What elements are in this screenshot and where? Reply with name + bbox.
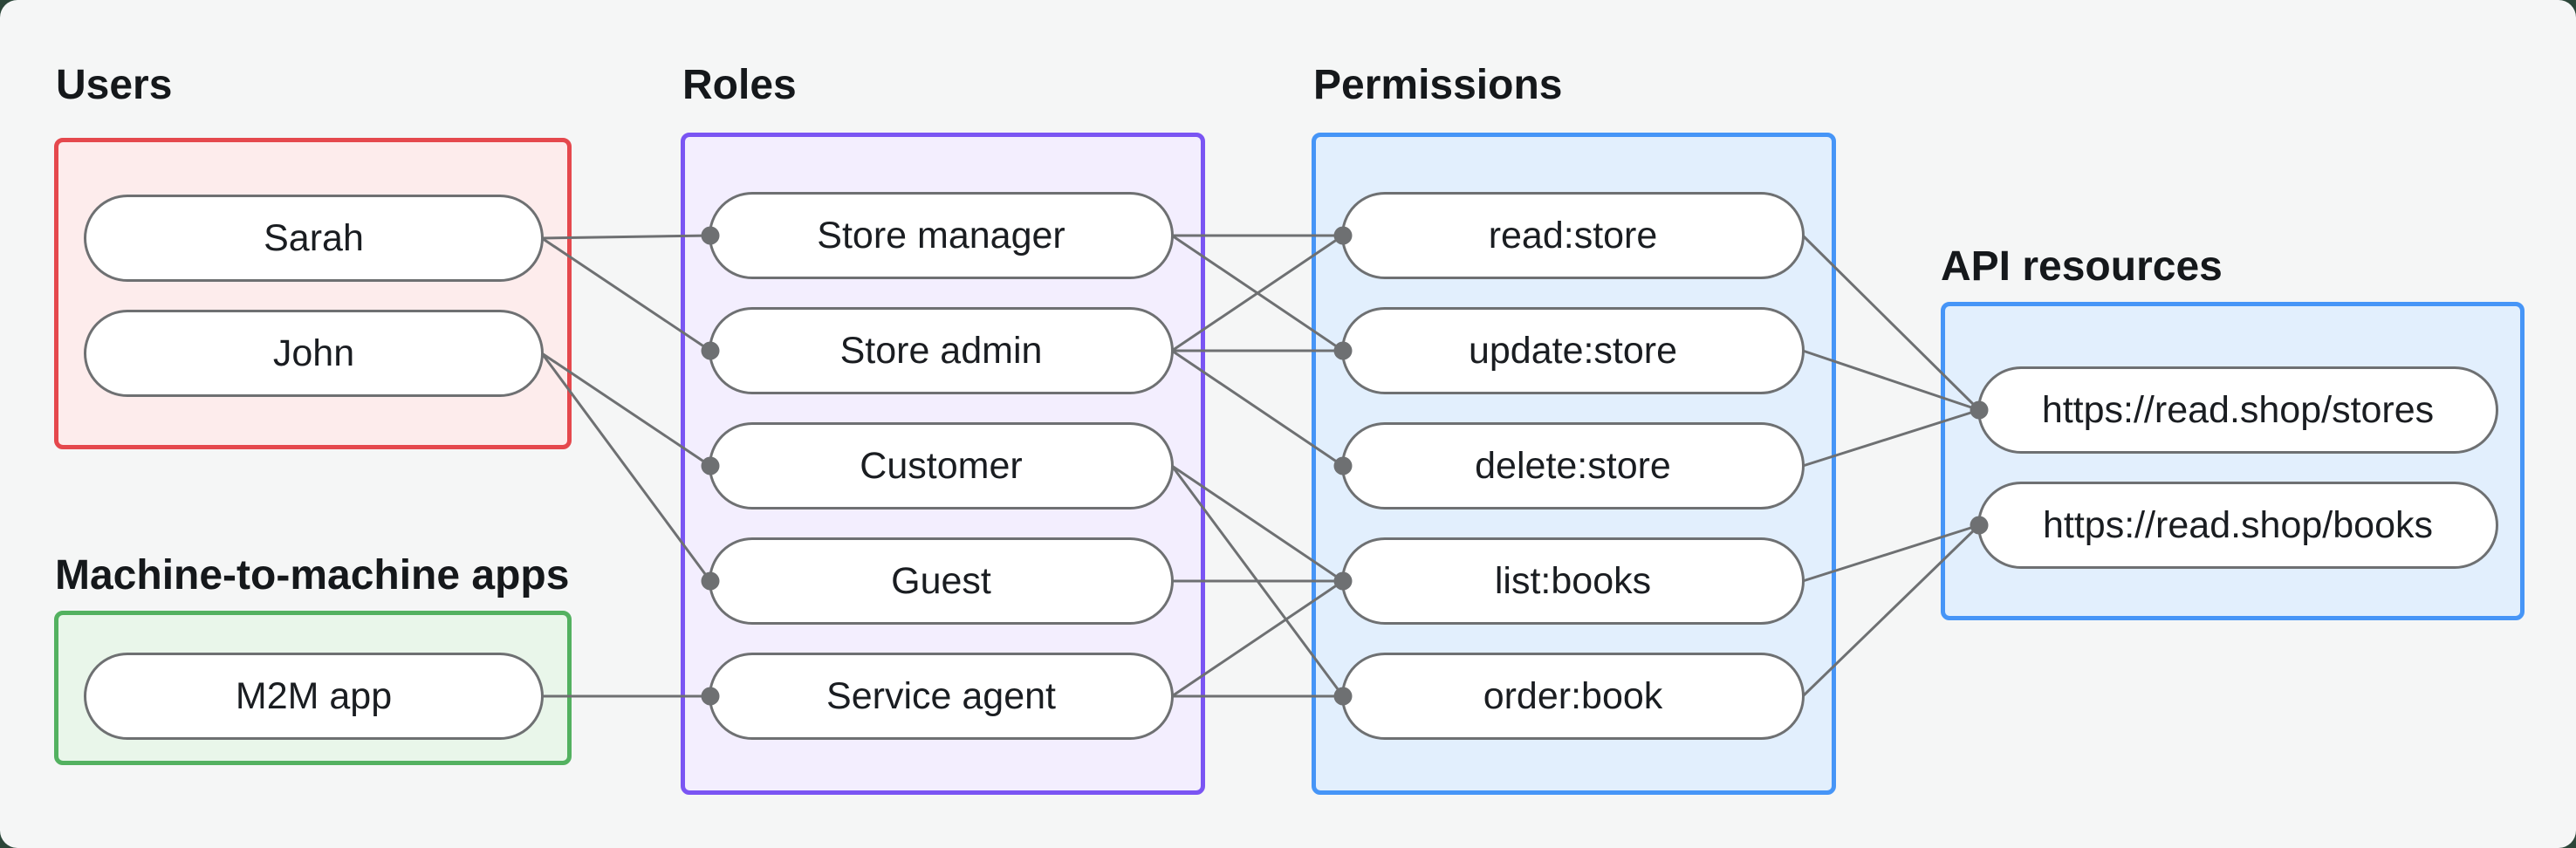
node-role-store-manager: Store manager: [709, 192, 1174, 279]
node-permission-delete-store: delete:store: [1341, 422, 1805, 509]
node-m2m-app: M2M app: [84, 653, 544, 740]
api-resources-group-box: [1941, 302, 2525, 620]
node-role-guest: Guest: [709, 537, 1174, 625]
users-group-box: [54, 138, 572, 449]
node-permission-list-books: list:books: [1341, 537, 1805, 625]
node-role-customer: Customer: [709, 422, 1174, 509]
node-user-sarah: Sarah: [84, 195, 544, 282]
roles-heading: Roles: [682, 62, 797, 108]
api-resources-heading: API resources: [1941, 243, 2223, 290]
users-heading: Users: [56, 62, 173, 108]
node-permission-order-book: order:book: [1341, 653, 1805, 740]
node-permission-update-store: update:store: [1341, 307, 1805, 394]
m2m-apps-heading: Machine-to-machine apps: [55, 552, 570, 598]
node-user-john: John: [84, 310, 544, 397]
node-api-resource-books: https://read.shop/books: [1977, 482, 2498, 569]
permissions-heading: Permissions: [1313, 62, 1563, 108]
node-role-store-admin: Store admin: [709, 307, 1174, 394]
node-api-resource-stores: https://read.shop/stores: [1977, 366, 2498, 454]
node-permission-read-store: read:store: [1341, 192, 1805, 279]
node-role-service-agent: Service agent: [709, 653, 1174, 740]
